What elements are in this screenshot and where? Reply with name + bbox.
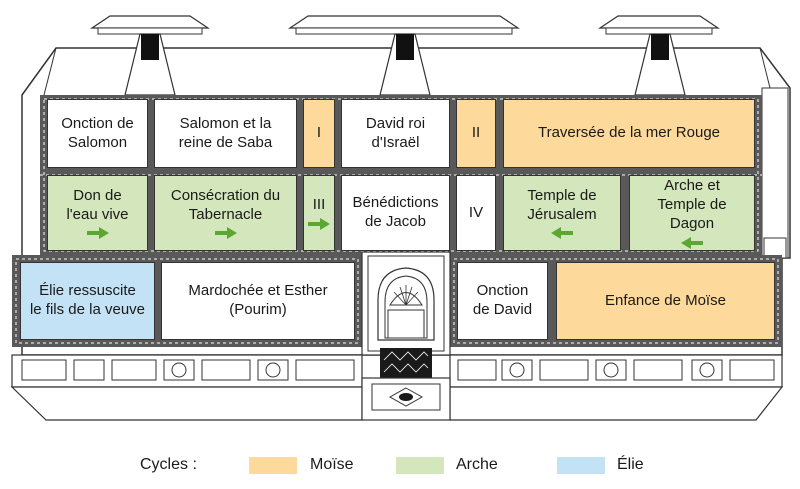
panel-label: Enfance de Moïse (605, 291, 726, 309)
panel-elie-veuve: Élie ressuscite le fils de la veuve (20, 262, 155, 340)
panel-david-roi: David roi d'Israël (341, 99, 450, 168)
panel-label: II (471, 124, 481, 142)
right-arrow-icon (214, 227, 237, 240)
central-niche (361, 251, 451, 378)
frame-dash-lower-right (453, 258, 779, 344)
panel-roman-i: I (303, 99, 335, 168)
panel-temple-jerusalem: Temple de Jérusalem (503, 175, 621, 251)
left-arrow-icon (551, 227, 573, 240)
panel-roman-iv: IV (456, 175, 496, 251)
panel-label: David roi d'Israël (365, 114, 426, 151)
panel-label: Onction de David (472, 282, 533, 318)
panel-onction-david: Onction de David (457, 262, 548, 340)
panel-label: Don de l'eau vive (66, 186, 129, 223)
panel-label: III (312, 196, 326, 214)
legend-label-moise: Moïse (310, 456, 354, 473)
legend-swatch-elie (557, 457, 605, 474)
panel-label: Bénédictions de Jacob (352, 194, 439, 230)
roof-edge-left (43, 47, 57, 96)
panel-label: IV (468, 203, 484, 221)
legend-title: Cycles : (140, 456, 197, 473)
panel-consecration-tabernacle: Consécration du Tabernacle (154, 175, 297, 251)
panel-don-eau-vive: Don de l'eau vive (47, 175, 148, 251)
legend-label-arche: Arche (456, 456, 498, 473)
niche-steps (361, 377, 451, 421)
roof-edge-right (759, 47, 771, 89)
left-arrow-icon (681, 236, 703, 249)
panel-label: Salomon et la reine de Saba (178, 114, 273, 151)
dormer-window-left (90, 15, 210, 96)
panel-label: I (316, 124, 322, 142)
dormer-window-center (288, 15, 520, 96)
panel-mardochee-esther: Mardochée et Esther (Pourim) (161, 262, 355, 340)
legend: Cycles : Moïse Arche Élie (0, 450, 800, 480)
panel-onction-salomon: Onction de Salomon (47, 99, 148, 168)
legend-swatch-arche (396, 457, 444, 474)
panel-label: Élie ressuscite le fils de la veuve (29, 282, 146, 318)
dormer-window-right (598, 15, 720, 96)
panel-arche-temple-dagon: Arche et Temple de Dagon (629, 175, 755, 251)
panel-roman-iii: III (303, 175, 335, 251)
panel-label: Arche et Temple de Dagon (657, 177, 727, 232)
frame-dash-lower-left (15, 258, 359, 344)
panel-label: Consécration du Tabernacle (170, 186, 281, 223)
legend-swatch-moise (249, 457, 297, 474)
panel-traversee-mer-rouge: Traversée de la mer Rouge (503, 99, 755, 168)
right-arrow-icon (86, 227, 109, 240)
panel-salomon-saba: Salomon et la reine de Saba (154, 99, 297, 168)
panel-label: Mardochée et Esther (Pourim) (188, 282, 328, 318)
panel-label: Onction de Salomon (61, 114, 134, 151)
panel-label: Temple de Jérusalem (527, 186, 597, 223)
panel-roman-ii: II (456, 99, 496, 168)
right-pilaster (761, 87, 789, 259)
panel-enfance-moise: Enfance de Moïse (556, 262, 775, 340)
panel-label: Traversée de la mer Rouge (537, 124, 721, 142)
panel-benedictions-jacob: Bénédictions de Jacob (341, 175, 450, 251)
legend-label-elie: Élie (617, 456, 644, 473)
right-arrow-icon (308, 217, 330, 230)
